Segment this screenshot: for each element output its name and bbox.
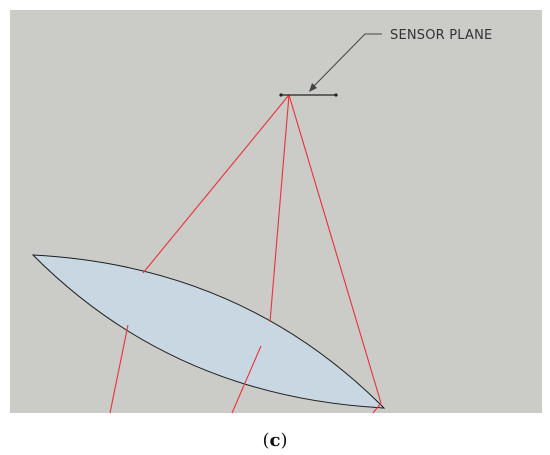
ray-left-upper (142, 94, 290, 274)
annotation-leader (312, 33, 382, 88)
ray-middle-upper (269, 94, 290, 323)
sensor-plane-end-right (334, 93, 338, 97)
annotation-arrowhead (309, 83, 317, 92)
ray-left-lower (109, 324, 129, 414)
caption-open-paren: ( (262, 430, 269, 451)
lens (31, 254, 386, 409)
caption-letter: c (270, 430, 281, 451)
figure-caption: (c) (262, 430, 287, 451)
caption-close-paren: ) (280, 430, 287, 451)
sensor-plane-end-left (279, 93, 283, 97)
sensor-plane-label: SENSOR PLANE (390, 28, 492, 43)
ray-right-lower (372, 402, 382, 414)
ray-middle-lower (231, 345, 262, 414)
ray-right (288, 94, 382, 404)
